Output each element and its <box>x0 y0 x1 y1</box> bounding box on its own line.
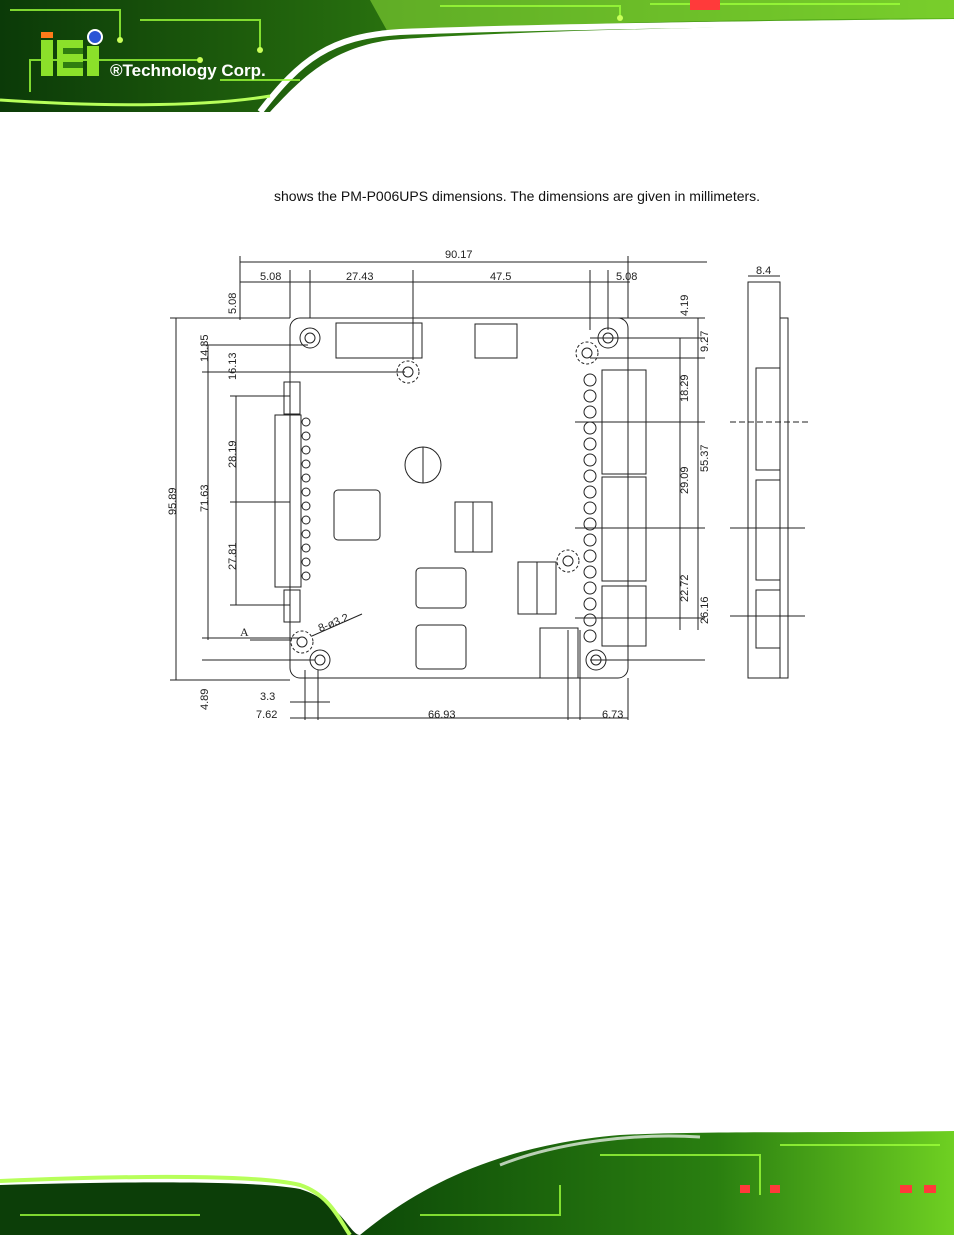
circuit-board-footer <box>0 1125 954 1237</box>
circuit-board-banner: ®Technology Corp. <box>0 0 954 114</box>
dim-overall-width: 90.17 <box>445 249 473 261</box>
intro-paragraph: shows the PM-P006UPS dimensions. The dim… <box>274 188 761 204</box>
dim-22-72: 22.72 <box>679 574 691 602</box>
reference-mark-a: A <box>240 625 249 639</box>
page-header: ®Technology Corp. <box>0 0 954 114</box>
dim-55-37: 55.37 <box>699 444 711 472</box>
board-outline-svg: 90.17 5.08 27.43 47.5 5.08 8.4 5.08 14.3… <box>167 249 808 721</box>
dim-95-89: 95.89 <box>167 487 179 515</box>
dim-26-16: 26.16 <box>699 596 711 624</box>
dim-6-73: 6.73 <box>602 709 623 721</box>
dim-4-19: 4.19 <box>679 295 691 316</box>
hole-note: 8-ø3.2 <box>317 612 351 635</box>
dim-18-29: 18.29 <box>679 374 691 402</box>
dim-29-09: 29.09 <box>679 466 691 494</box>
dim-66-93: 66.93 <box>428 709 456 721</box>
dim-7-62: 7.62 <box>256 709 277 721</box>
dim-left-offset: 5.08 <box>260 271 281 283</box>
page-footer <box>0 1125 954 1237</box>
dim-seg-b: 47.5 <box>490 271 511 283</box>
dim-71-63: 71.63 <box>199 484 211 512</box>
dim-27-81: 27.81 <box>227 542 239 570</box>
board-outline <box>289 317 629 679</box>
dim-16-13: 16.13 <box>227 352 239 380</box>
dim-side-thickness: 8.4 <box>756 265 771 277</box>
dim-3-3: 3.3 <box>260 691 275 703</box>
dim-4-89: 4.89 <box>199 689 211 710</box>
brand-tagline: ®Technology Corp. <box>110 61 266 80</box>
iei-logo: ®Technology Corp. <box>41 29 266 80</box>
dim-right-offset: 5.08 <box>616 271 637 283</box>
dim-28-19: 28.19 <box>227 440 239 468</box>
dim-9-27: 9.27 <box>699 331 711 352</box>
dim-seg-a: 27.43 <box>346 271 374 283</box>
dimension-drawing: 90.17 5.08 27.43 47.5 5.08 8.4 5.08 14.3… <box>150 240 820 730</box>
dim-14-35: 14.35 <box>199 334 211 362</box>
dim-top-hole-offset: 5.08 <box>227 293 239 314</box>
